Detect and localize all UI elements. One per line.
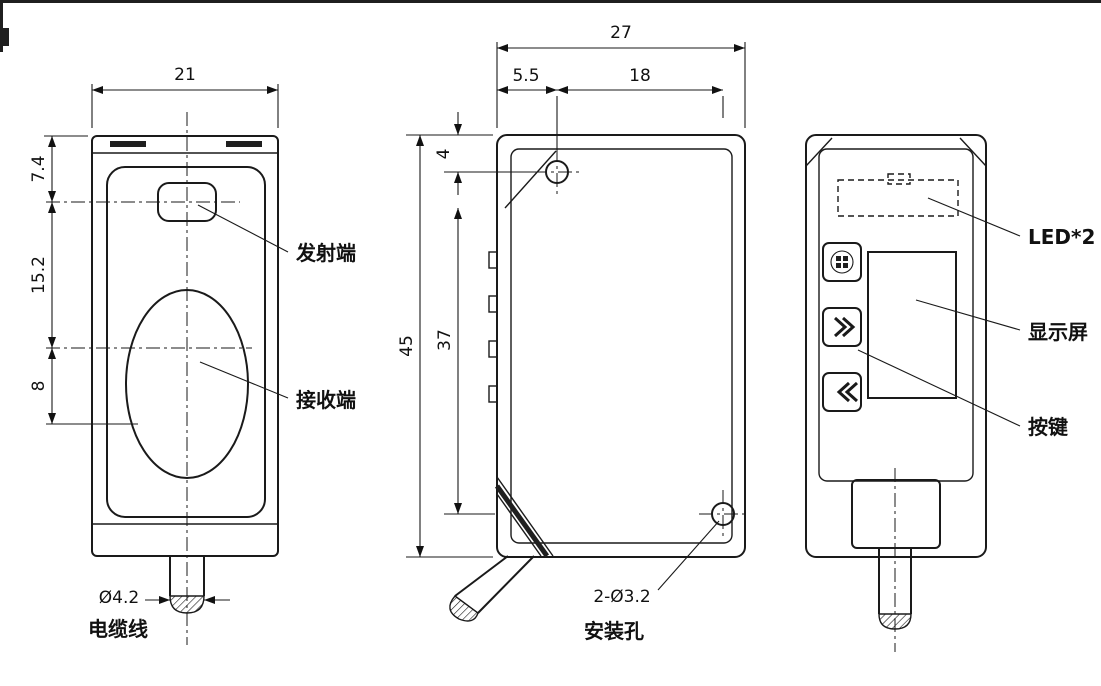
dim-height-text: 45 [397, 335, 417, 357]
mounting-hole-label: 安装孔 [584, 619, 644, 643]
side-body-outline [496, 134, 746, 558]
side-lens-bump-1 [488, 251, 498, 269]
side-holes [533, 148, 747, 538]
emitter-window [157, 182, 217, 222]
front-cable [169, 556, 205, 614]
dim-hole-offset-y-text: 4 [434, 149, 454, 160]
back-view: LED*2 显示屏 按键 [805, 134, 1095, 652]
dim-emitter-offset-text: 7.4 [29, 155, 49, 182]
receiver-leader [199, 361, 289, 399]
led-window [837, 173, 959, 217]
led-label: LED*2 [1028, 225, 1095, 249]
front-top-mark-right [226, 141, 262, 147]
back-top-chamfer-left [805, 137, 833, 167]
dim-hole-offset-x-text: 5.5 [512, 66, 539, 86]
side-view: 27 5.5 18 4 45 37 2-Ø3.2 [397, 23, 747, 643]
dim-side-width-text: 27 [610, 23, 632, 43]
side-cable-edge-2 [477, 555, 535, 614]
dim-front-width-text: 21 [174, 65, 196, 85]
front-body-outline [91, 135, 279, 557]
dim-cable-dia-text: Ø4.2 [99, 588, 139, 608]
button-mode[interactable] [822, 242, 862, 282]
emitter-label: 发射端 [295, 241, 356, 265]
dim-hole-spacing-x: 5.5 18 [497, 66, 724, 150]
button-group [822, 242, 862, 412]
dim-side-left: 4 45 37 [397, 112, 533, 558]
emitter-leader [197, 204, 289, 253]
front-top-mark-left [110, 141, 146, 147]
led-leader [927, 197, 1021, 237]
mode-icon [830, 250, 854, 274]
side-body [488, 134, 746, 558]
frame-top-edge [0, 0, 1101, 3]
side-lens-bump-4 [488, 385, 498, 403]
back-cable [851, 468, 941, 652]
buttons-label: 按键 [1028, 415, 1068, 439]
side-cable-break-tip [449, 595, 479, 622]
display-screen [867, 251, 957, 399]
dim-side-width: 27 [496, 23, 746, 128]
dim-front-left-chain: 7.4 15.2 8 [29, 135, 88, 424]
display-leader [915, 299, 1021, 331]
dim-emitter-receiver-text: 15.2 [29, 256, 49, 294]
led-window-outline [837, 179, 959, 217]
side-cable [449, 555, 535, 622]
page-frame [0, 0, 1101, 52]
front-labels: 发射端 接收端 [197, 204, 356, 412]
side-lens-bump-2 [488, 295, 498, 313]
front-optical-face [106, 166, 266, 518]
back-labels: LED*2 显示屏 按键 [857, 197, 1095, 439]
dim-holes-text: 2-Ø3.2 [593, 587, 650, 607]
back-top-chamfer-right [959, 137, 987, 167]
frame-left-tab [0, 28, 9, 46]
side-cable-edge-1 [454, 555, 509, 597]
chevron-left-icon [836, 381, 851, 403]
led-window-notch [887, 173, 911, 185]
side-inner-face [510, 148, 733, 544]
side-window-edge-2 [496, 493, 542, 557]
receiver-label: 接收端 [296, 388, 356, 412]
front-view: 21 7.4 15.2 8 Ø4.2 电缆线 发射端 接收端 [29, 65, 356, 645]
cable-gland [851, 479, 941, 549]
dim-hole-spacing-y-text: 37 [435, 329, 455, 351]
mounting-hole-callout: 2-Ø3.2 安装孔 [584, 520, 720, 643]
back-inner-face [818, 148, 974, 482]
dim-receiver-offset-text: 8 [29, 381, 49, 392]
dim-front-width: 21 [91, 65, 279, 128]
mounting-hole-leader [657, 520, 720, 591]
button-decrease[interactable] [822, 372, 862, 412]
back-body-outline [805, 134, 987, 558]
side-window-band [494, 484, 550, 558]
cable-label: 电缆线 [88, 617, 148, 641]
chevron-right-icon [833, 316, 848, 338]
dim-cable-diameter: Ø4.2 电缆线 [88, 588, 230, 641]
front-body [91, 135, 279, 557]
side-lens-bump-3 [488, 340, 498, 358]
button-increase[interactable] [822, 307, 862, 347]
dim-hole-spacing-x-text: 18 [629, 66, 651, 86]
display-label: 显示屏 [1028, 320, 1088, 344]
receiver-lens [125, 289, 249, 479]
side-window-edge-1 [496, 476, 554, 557]
buttons-leader [857, 349, 1021, 427]
cable-break-tip [169, 595, 205, 614]
side-top-chamfer [504, 150, 557, 209]
frame-left-edge [0, 0, 3, 52]
